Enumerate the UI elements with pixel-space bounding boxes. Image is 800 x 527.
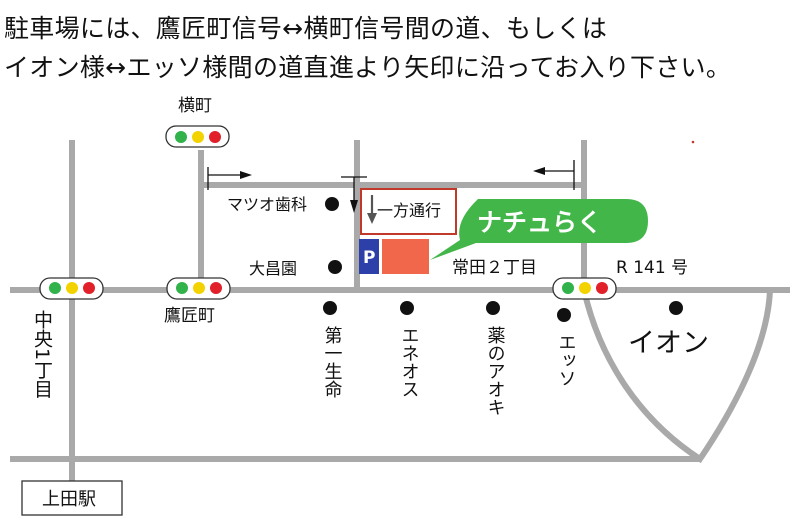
label-yokomachi: 横町 (178, 96, 212, 116)
dot-daiichi-seimei (323, 301, 337, 315)
nachuraku-label: ナチュらく (477, 208, 602, 237)
dot-esso (557, 308, 571, 322)
one-way-arrow-right (533, 160, 575, 190)
dot-taisho-en (328, 260, 342, 274)
dot-matsuo-dental (325, 197, 339, 211)
label-kusuri-aoki: 薬のアオキ (485, 326, 506, 416)
label-tokida: 常田２丁目 (452, 258, 537, 278)
one-way-arrow-left (207, 167, 252, 190)
label-chuo: 中央1丁目 (31, 310, 53, 398)
one-way-box-arrow (367, 195, 377, 224)
parking-label: P (363, 248, 375, 268)
label-route: R 141 号 (616, 258, 688, 278)
signal-tokida (552, 277, 617, 300)
signal-chuo (39, 277, 104, 300)
road-network (10, 140, 790, 505)
instruction-line-2: イオン様↔エッソ様間の道直進より矢印に沿ってお入り下さい。 (4, 53, 732, 82)
label-matsuo-dental: マツオ歯科 (227, 195, 307, 214)
label-daiichi-seimei: 第一生命 (322, 326, 343, 398)
stray-mark (691, 140, 695, 144)
parking-box (359, 239, 379, 274)
dot-aeon (669, 301, 683, 315)
one-way-arrow-down (341, 176, 367, 213)
signal-yokomachi (165, 125, 230, 148)
ueda-station-box (21, 480, 123, 516)
label-aeon: イオン (628, 328, 709, 359)
label-taisho-en: 大昌園 (249, 259, 297, 278)
label-esso: エッソ (556, 333, 577, 387)
one-way-box (360, 188, 457, 235)
label-eneos: エネオス (399, 326, 420, 398)
nachuraku-callout (430, 199, 648, 260)
signal-takajomachi (166, 277, 231, 300)
instruction-line-1: 駐車場には、鷹匠町信号↔横町信号間の道、もしくは (4, 14, 608, 43)
landmark-dots (323, 197, 683, 322)
one-way-label: 一方通行 (377, 201, 441, 220)
road-aeon-curve (581, 289, 773, 464)
label-takajomachi: 鷹匠町 (164, 305, 215, 326)
nachuraku-building (382, 239, 429, 274)
dot-kusuri-aoki (486, 301, 500, 315)
dot-eneos (400, 301, 414, 315)
label-ueda-station: 上田駅 (42, 489, 96, 510)
